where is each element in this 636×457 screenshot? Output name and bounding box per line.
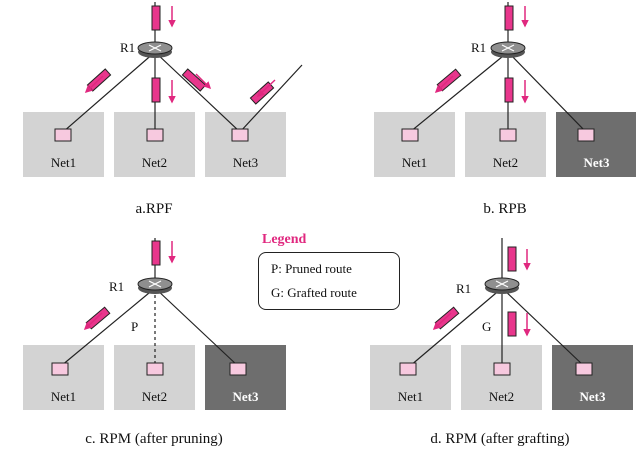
- net2-label: Net2: [489, 389, 514, 404]
- net1-box: [23, 112, 104, 177]
- host-net2: [493, 362, 511, 376]
- net1-box: [374, 112, 455, 177]
- legend-grafted-route: G: Grafted route: [271, 285, 357, 300]
- legend-box: P: Pruned route G: Grafted route: [258, 252, 400, 310]
- net2-label: Net2: [142, 155, 167, 170]
- net2-label: Net2: [142, 389, 167, 404]
- net1-label: Net1: [398, 389, 423, 404]
- host-net2: [146, 362, 164, 376]
- host-net3: [577, 128, 595, 142]
- legend-pruned-route: P: Pruned route: [271, 261, 352, 276]
- net2-box: [465, 112, 546, 177]
- panel-rpb: R1 Net1 Net2 Net3 b. RPB: [374, 2, 636, 217]
- router-icon: [490, 41, 526, 58]
- legend-title: Legend: [262, 232, 307, 247]
- router-icon: [484, 277, 520, 294]
- host-net1: [401, 128, 419, 142]
- host-net3: [229, 362, 247, 376]
- router-icon: [137, 277, 173, 294]
- router-label: R1: [120, 40, 135, 55]
- host-net1: [54, 128, 72, 142]
- packet-incoming: [507, 246, 517, 272]
- net3-box: [552, 345, 633, 410]
- packet-incoming: [504, 5, 514, 31]
- host-net2: [499, 128, 517, 142]
- host-net1: [399, 362, 417, 376]
- grafted-marker: G: [482, 319, 491, 334]
- host-net3: [575, 362, 593, 376]
- packet-incoming: [151, 240, 161, 266]
- host-net1: [51, 362, 69, 376]
- net2-label: Net2: [493, 155, 518, 170]
- router-icon: [137, 41, 173, 58]
- net3-label: Net3: [580, 389, 606, 404]
- net1-label: Net1: [51, 389, 76, 404]
- panel-rpm-pruning: R1 P Net1 Net2 Net3 c. RPM (after prunin…: [23, 238, 286, 447]
- packet-to-net2: [151, 77, 161, 103]
- net3-box: [556, 112, 636, 177]
- net3-label: Net3: [233, 389, 259, 404]
- panel-caption: d. RPM (after grafting): [430, 431, 569, 447]
- net1-label: Net1: [51, 155, 76, 170]
- packet-to-net2: [507, 311, 517, 337]
- router-label: R1: [471, 40, 486, 55]
- packet-to-net3: [181, 68, 207, 92]
- net3-label: Net3: [233, 155, 258, 170]
- net3-box: [205, 345, 286, 410]
- host-net3: [231, 128, 249, 142]
- panel-rpm-grafting: R1 G Net1 Net2 Net3 d. RPM (after grafti…: [370, 238, 633, 447]
- net1-box: [370, 345, 451, 410]
- pruned-marker: P: [131, 319, 138, 334]
- panel-caption: b. RPB: [483, 201, 526, 217]
- net1-box: [23, 345, 104, 410]
- net1-label: Net1: [402, 155, 427, 170]
- packet-to-net2: [504, 77, 514, 103]
- host-net2: [146, 128, 164, 142]
- packet-incoming: [151, 5, 161, 31]
- panel-rpf: R1 Net1 Net2 Net3 a.RPF: [23, 2, 303, 217]
- net3-box: [205, 112, 286, 177]
- panel-caption: c. RPM (after pruning): [85, 431, 222, 447]
- net3-label: Net3: [584, 155, 610, 170]
- router-label: R1: [109, 279, 124, 294]
- panel-caption: a.RPF: [135, 201, 172, 217]
- router-label: R1: [456, 281, 471, 296]
